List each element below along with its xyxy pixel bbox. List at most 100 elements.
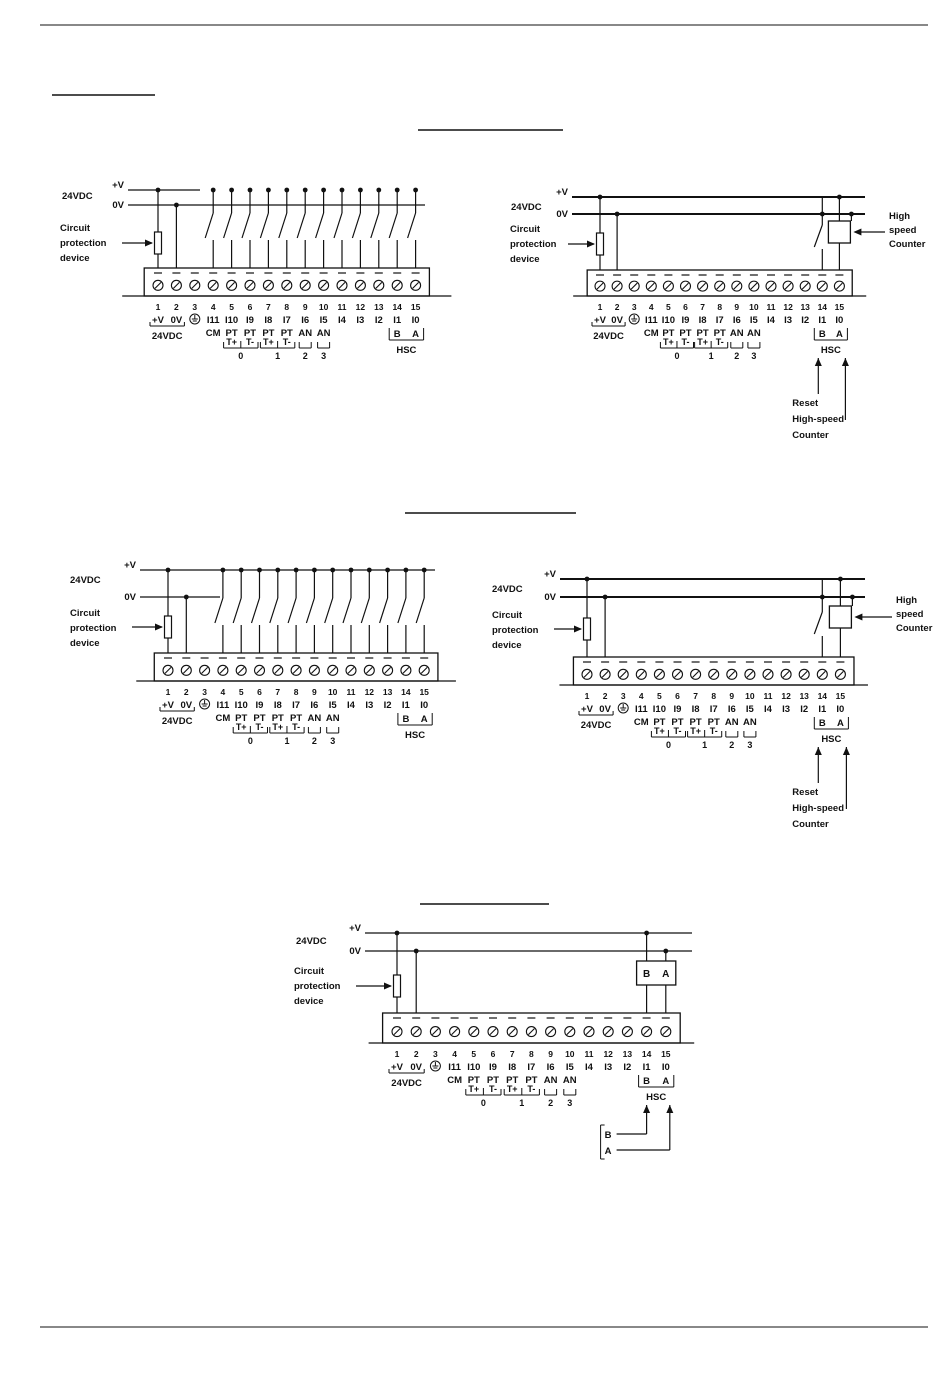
group-label-0: 0	[481, 1098, 486, 1108]
terminal-label-9: I6	[728, 704, 736, 715]
group-label-0: 0	[238, 351, 243, 361]
junction-dot	[385, 567, 390, 573]
signal-a-label: A	[605, 1146, 612, 1157]
terminal-label-7: I8	[264, 315, 272, 326]
terminal-screw-slot	[164, 666, 172, 674]
terminal-number-6: 6	[675, 691, 680, 701]
terminal-screw-slot	[246, 281, 254, 289]
pt-plus-label: T+	[468, 1084, 479, 1094]
terminal-label-13: I2	[801, 315, 809, 326]
supply-label-bottom: 24VDC	[152, 331, 183, 342]
terminal-screw-slot	[489, 1028, 497, 1035]
terminal-number-1: 1	[166, 687, 171, 697]
hsc-b-label: B	[394, 329, 401, 340]
junction-dot	[413, 187, 418, 193]
junction-dot	[394, 930, 400, 936]
terminal-sublabel-6: PT	[671, 717, 683, 728]
terminal-label-6: I9	[489, 1062, 497, 1073]
input-switch-contact	[223, 212, 233, 239]
terminal-label-7: I8	[508, 1062, 516, 1073]
terminal-screw-slot	[508, 1028, 516, 1035]
terminal-screw-slot	[800, 670, 808, 678]
terminal-sublabel-9: AN	[544, 1075, 558, 1086]
terminal-label-15: I0	[836, 704, 844, 715]
cpd-label: device	[492, 640, 522, 651]
pt-minus-label: T-	[716, 337, 724, 347]
terminal-sublabel-9: AN	[308, 713, 322, 724]
terminal-screw-slot	[357, 281, 364, 289]
ground-icon	[628, 313, 640, 325]
terminal-number-4: 4	[221, 687, 226, 697]
encoder-a-label: A	[662, 969, 669, 980]
terminal-label-1: +V	[391, 1062, 404, 1073]
pt-minus-label: T-	[674, 726, 682, 736]
arrow-head	[841, 358, 849, 366]
terminal-label-14: I1	[818, 704, 827, 715]
terminal-number-10: 10	[745, 691, 755, 701]
terminal-label-5: I10	[225, 315, 238, 326]
terminal-label-5: I10	[235, 700, 248, 711]
junction-dot	[312, 567, 317, 573]
junction-dot	[413, 948, 419, 954]
terminal-label-8: I7	[710, 704, 718, 715]
terminal-label-2: 0V	[410, 1062, 422, 1073]
zero-v-label: 0V	[544, 592, 556, 603]
arrow-head	[587, 240, 595, 248]
input-switch-contact	[259, 212, 269, 239]
terminal-screw-slot	[274, 666, 282, 674]
junction-dot	[376, 187, 382, 193]
arrow-head	[145, 239, 153, 247]
terminal-label-13: I2	[800, 704, 808, 715]
terminal-number-13: 13	[374, 302, 384, 312]
terminal-number-10: 10	[565, 1049, 575, 1059]
group-label-1: 1	[709, 351, 714, 361]
terminal-label-14: I1	[393, 315, 402, 326]
junction-dot	[183, 594, 189, 600]
group-label-3: 3	[567, 1098, 572, 1108]
terminal-screw-slot	[412, 1028, 420, 1035]
pt-minus-label: T-	[246, 337, 254, 347]
cpd-label: Circuit	[510, 224, 541, 235]
terminal-label-13: I2	[375, 315, 383, 326]
terminal-screw-slot	[347, 666, 355, 674]
terminal-sublabel-8: PT	[525, 1075, 537, 1086]
terminal-screw-slot	[432, 1028, 439, 1035]
reset-label: Reset	[792, 398, 819, 409]
input-switch-contact	[397, 597, 407, 624]
pt-plus-label: T+	[663, 337, 674, 347]
terminal-sublabel-7: PT	[262, 328, 274, 339]
terminal-sublabel-5: PT	[653, 717, 665, 728]
high-speed-counter-box	[828, 605, 853, 629]
terminal-screw-slot	[402, 666, 410, 674]
hs-counter-label: speed	[896, 609, 924, 620]
junction-dot	[366, 567, 372, 573]
group-label-1: 1	[519, 1098, 524, 1108]
input-switch-contact	[296, 212, 306, 239]
cpd-label: device	[294, 996, 324, 1007]
reset-label: Reset	[792, 787, 819, 798]
junction-dot	[321, 187, 326, 193]
hs-counter-arrow-label: Counter	[792, 430, 829, 441]
terminal-screw-slot	[596, 282, 604, 290]
group-label-2: 2	[548, 1098, 553, 1108]
hsc-b-label: B	[643, 1076, 650, 1087]
terminal-screw-slot	[256, 666, 263, 674]
input-switch-contact	[315, 212, 325, 239]
terminal-sublabel-8: PT	[708, 717, 720, 728]
hs-counter-arrow-label: High-speed	[792, 803, 844, 814]
pt-minus-label: T-	[682, 337, 690, 347]
junction-dot	[220, 567, 226, 573]
arrow-head	[666, 1105, 674, 1113]
terminal-number-12: 12	[356, 302, 366, 312]
terminal-sublabel-10: AN	[317, 328, 331, 339]
terminal-number-7: 7	[510, 1049, 515, 1059]
terminal-label-9: I6	[310, 700, 318, 711]
terminal-number-1: 1	[598, 302, 603, 312]
terminal-sublabel-10: AN	[747, 328, 761, 339]
terminal-number-8: 8	[284, 302, 289, 312]
group-label-3: 3	[330, 736, 335, 746]
terminal-number-2: 2	[414, 1049, 419, 1059]
group-label-2: 2	[729, 740, 734, 750]
terminal-number-3: 3	[632, 302, 637, 312]
